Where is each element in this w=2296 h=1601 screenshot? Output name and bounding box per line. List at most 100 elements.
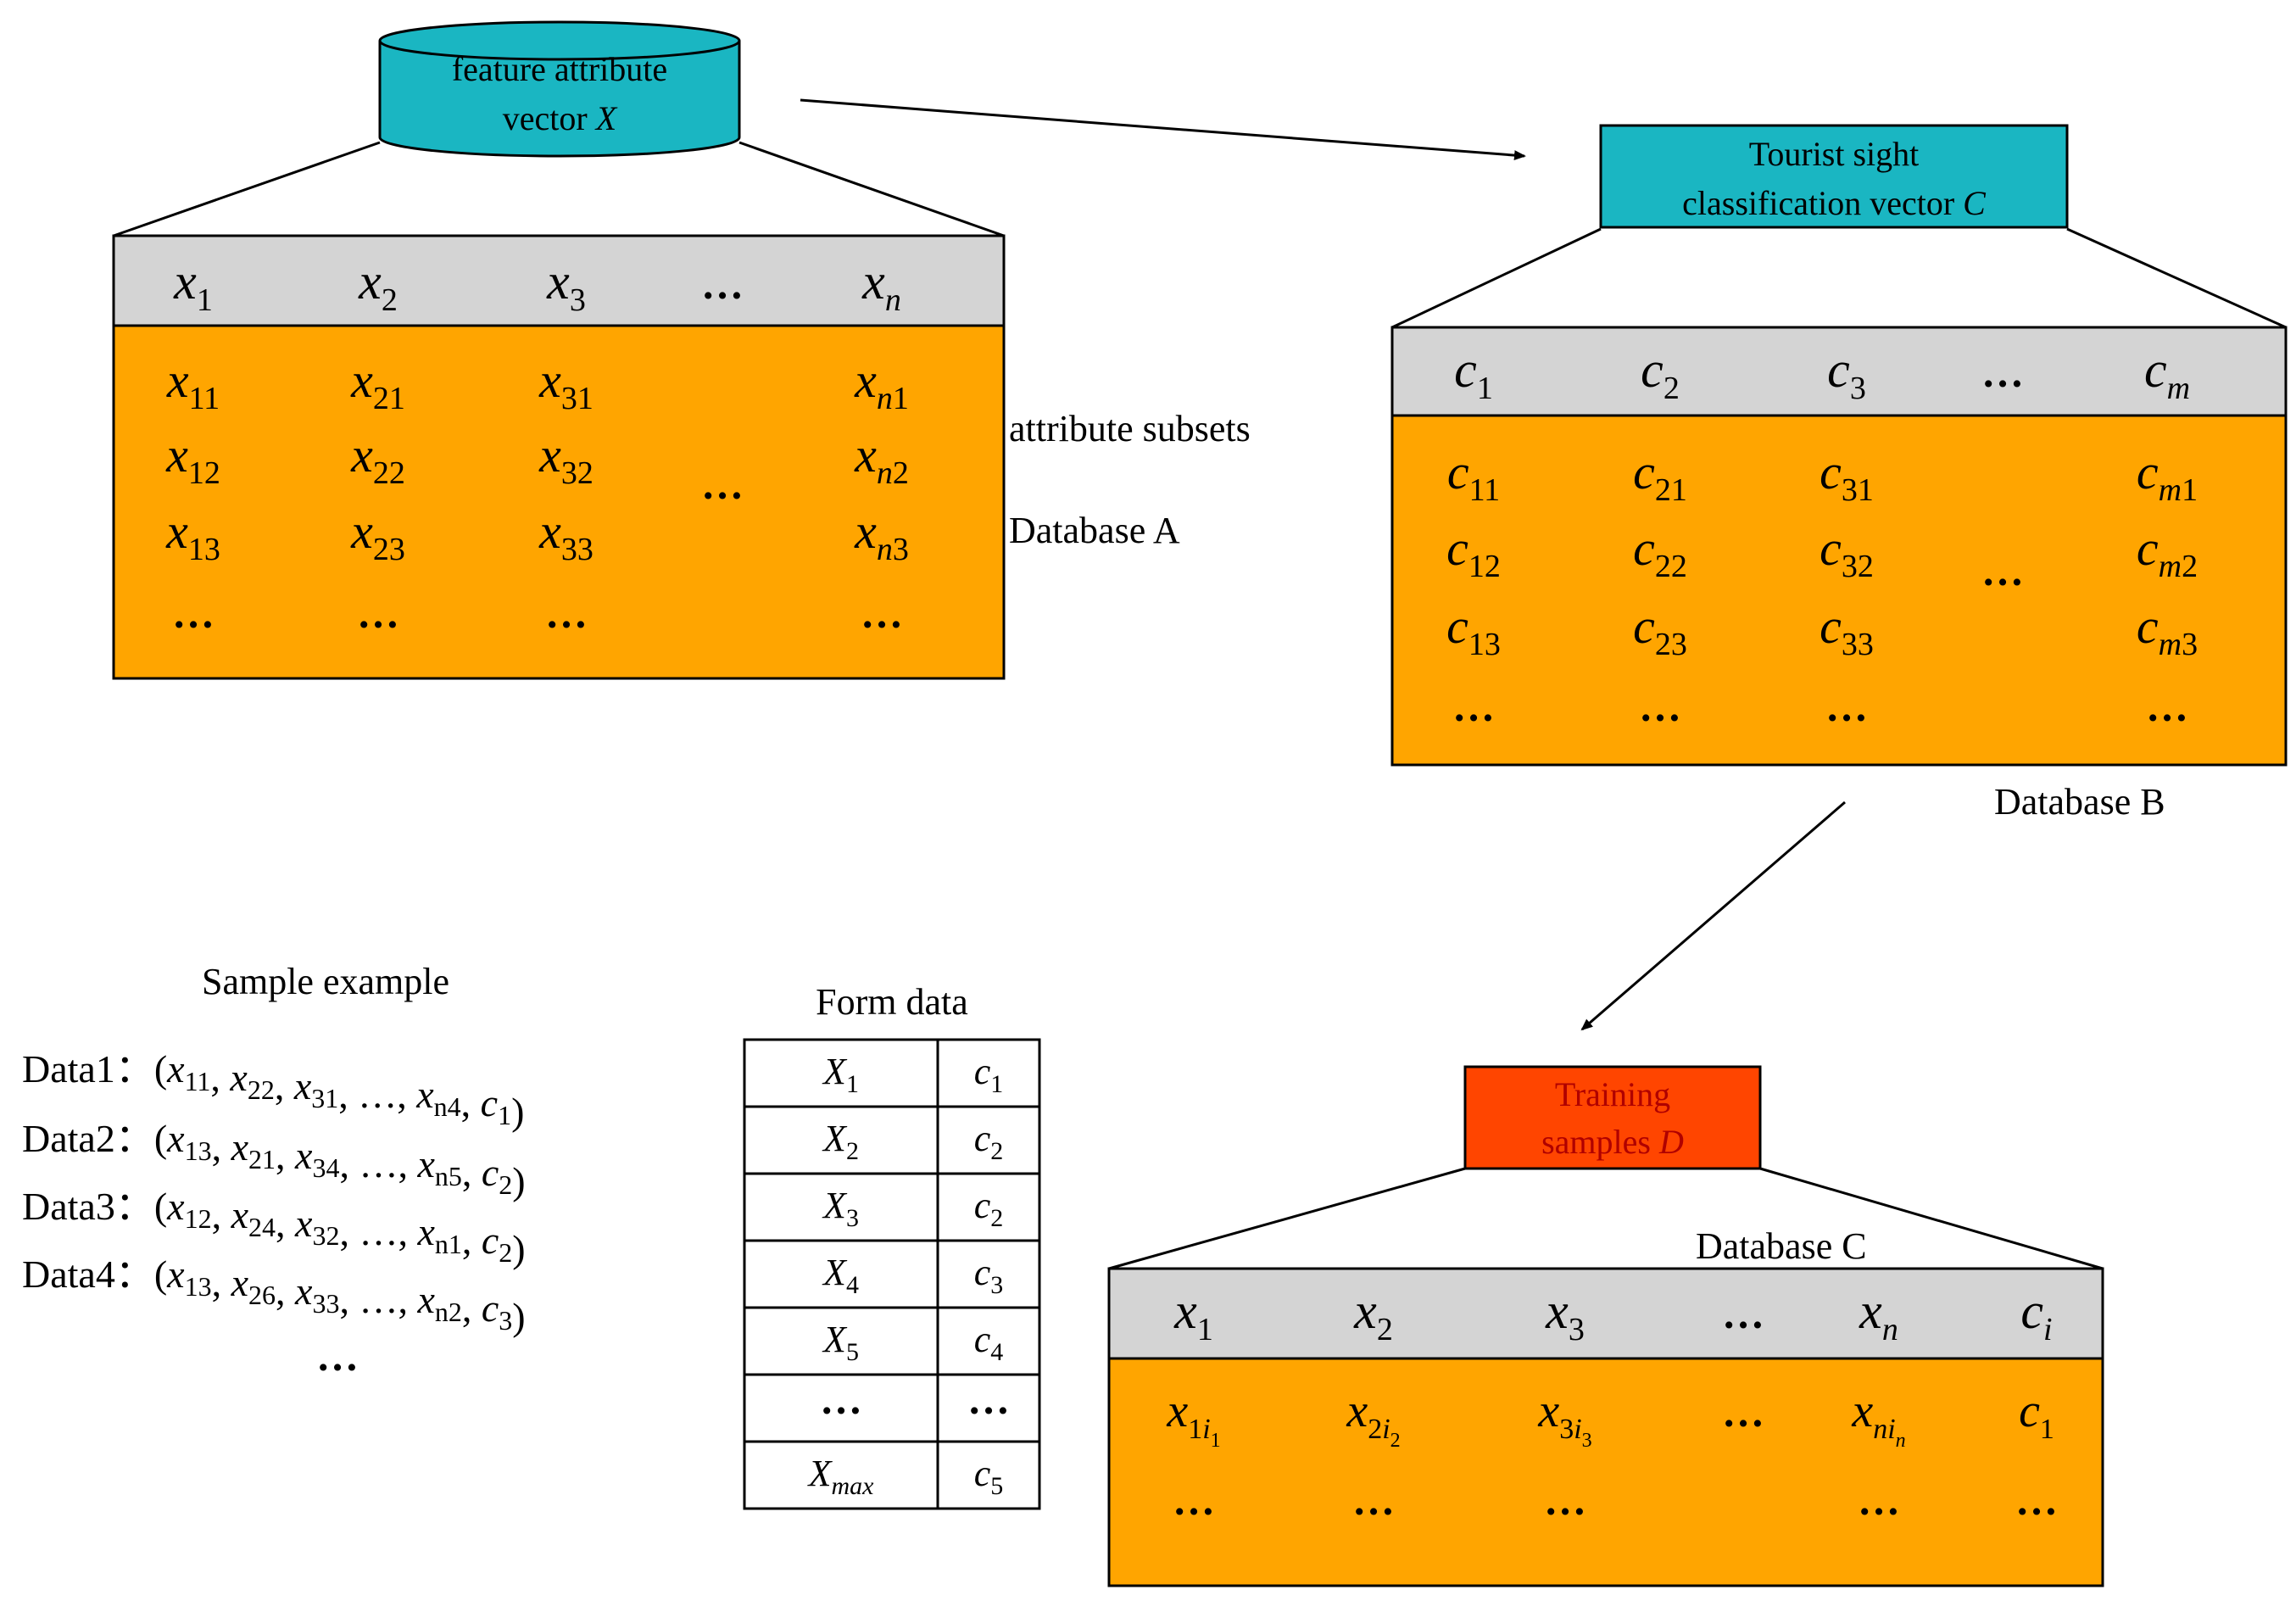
arrow-to-training (1580, 800, 1846, 1031)
samples-ellipsis: … (316, 1332, 359, 1380)
sample-list: Data1：(x11, x22, x31, …, xn4, c1)Data2：(… (22, 1047, 526, 1380)
form-x-cell: X5 (822, 1319, 859, 1366)
connector-line (1759, 1167, 2104, 1270)
header-cell: x1 (173, 254, 213, 318)
header-cell: c2 (1641, 342, 1680, 406)
data-cell: … (1981, 547, 2024, 594)
tourist-vector-node: Tourist sight classification vector C (1599, 124, 2069, 229)
data-cell: c32 (1820, 521, 1874, 584)
data-cell: … (1352, 1476, 1395, 1524)
arrow-to-tourist (800, 98, 1526, 161)
data-cell: … (2015, 1476, 2058, 1524)
data-cell: cm3 (2137, 599, 2198, 662)
data-cell: c23 (1633, 599, 1687, 662)
data-cell: xn3 (854, 504, 909, 567)
connector-line (1391, 227, 1602, 329)
data-cell: xnin (1851, 1385, 1905, 1452)
sample-row: Data1：(x11, x22, x31, …, xn4, c1) (22, 1047, 524, 1133)
form-c-cell: c2 (974, 1118, 1004, 1165)
header-cell: x3 (1545, 1283, 1585, 1347)
data-cell: … (1452, 683, 1495, 730)
data-cell: x2i2 (1346, 1385, 1400, 1452)
form-x-cell: … (820, 1375, 862, 1423)
header-cell: cm (2144, 342, 2190, 406)
connector-line (738, 141, 1005, 237)
form-c-cell: c2 (974, 1185, 1004, 1232)
data-cell: x11 (166, 353, 220, 416)
form-c-cell: c3 (974, 1252, 1004, 1299)
form-x-cell: X4 (822, 1252, 859, 1299)
data-cell: … (2146, 683, 2188, 730)
connector-line (1108, 1167, 1466, 1270)
database-a-label: Database A (1009, 510, 1180, 551)
data-cell: x3i3 (1537, 1385, 1591, 1452)
data-cell: cm2 (2137, 521, 2198, 584)
data-cell: … (701, 460, 744, 508)
database-b-label: Database B (1994, 781, 2165, 823)
header-cell: x2 (1353, 1283, 1393, 1347)
header-cell: xn (861, 254, 901, 318)
data-cell: … (1858, 1476, 1900, 1524)
data-cell: … (1825, 683, 1868, 730)
header-cell: ci (2020, 1283, 2052, 1347)
data-cell: c21 (1633, 444, 1687, 508)
feature-vector-node: feature attribute vector X (378, 20, 741, 158)
connector-line (113, 141, 381, 237)
data-cell: x32 (538, 427, 594, 491)
training-line2: samples D (1541, 1123, 1684, 1161)
data-cell: … (172, 589, 215, 637)
data-cell: c33 (1820, 599, 1874, 662)
form-data-title: Form data (816, 981, 968, 1023)
data-cell: x1i1 (1166, 1385, 1220, 1452)
sample-row: Data3：(x12, x24, x32, …, xn1, c2) (22, 1185, 526, 1270)
data-cell: … (545, 589, 588, 637)
database-c-table: x1 x2 x3 … xn ci x1i1 x2i2 x3i3 … xnin c1 … … … … … (1107, 1267, 2104, 1587)
data-cell: … (1639, 683, 1681, 730)
data-cell: x12 (165, 427, 220, 491)
form-x-cell: Xmax (807, 1453, 875, 1500)
header-cell: x1 (1173, 1283, 1213, 1347)
data-cell: cm1 (2137, 444, 2198, 508)
data-cell: xn1 (854, 353, 909, 416)
form-x-cell: X2 (822, 1118, 859, 1165)
sample-row: Data4：(x13, x26, x33, …, xn2, c3) (22, 1252, 526, 1338)
data-cell: x23 (350, 504, 405, 567)
data-cell: c31 (1820, 444, 1874, 508)
data-cell: c1 (2019, 1385, 2054, 1445)
data-cell: c13 (1446, 599, 1501, 662)
header-cell: xn (1859, 1283, 1898, 1347)
feature-vector-line1: feature attribute (452, 50, 667, 88)
data-cell: … (861, 589, 903, 637)
database-b-table: c1 c2 c3 … cm c11 c21 c31 cm1 c12 c22 c32 … cm2 c13 c23… (1390, 326, 2288, 767)
connector-line (2066, 227, 2287, 329)
data-cell: … (1173, 1476, 1215, 1524)
training-samples-node: Training samples D (1463, 1065, 1762, 1170)
data-cell: c22 (1633, 521, 1687, 584)
header-cell: c3 (1827, 342, 1866, 406)
data-cell: x21 (350, 353, 405, 416)
header-cell: c1 (1454, 342, 1493, 406)
sample-row: Data2：(x13, x21, x34, …, xn5, c2) (22, 1117, 526, 1202)
data-cell: … (1722, 1388, 1764, 1436)
form-c-cell: c5 (974, 1453, 1004, 1500)
tourist-vector-line2: classification vector C (1682, 184, 1987, 222)
header-cell: … (1722, 1290, 1764, 1337)
header-cell: x3 (546, 254, 586, 318)
header-cell: … (1981, 349, 2024, 396)
database-c-label: Database C (1696, 1225, 1867, 1267)
data-cell: … (357, 589, 399, 637)
form-x-cell: X1 (822, 1051, 859, 1098)
form-c-cell: c1 (974, 1051, 1004, 1098)
data-cell: xn2 (854, 427, 909, 491)
data-cell: … (1544, 1476, 1586, 1524)
data-cell: c11 (1447, 444, 1500, 508)
training-line1: Training (1555, 1075, 1670, 1113)
data-cell: c12 (1446, 521, 1501, 584)
data-cell: x31 (538, 353, 594, 416)
form-x-cell: X3 (822, 1185, 859, 1232)
data-cell: x13 (165, 504, 220, 567)
header-cell: … (701, 260, 744, 308)
